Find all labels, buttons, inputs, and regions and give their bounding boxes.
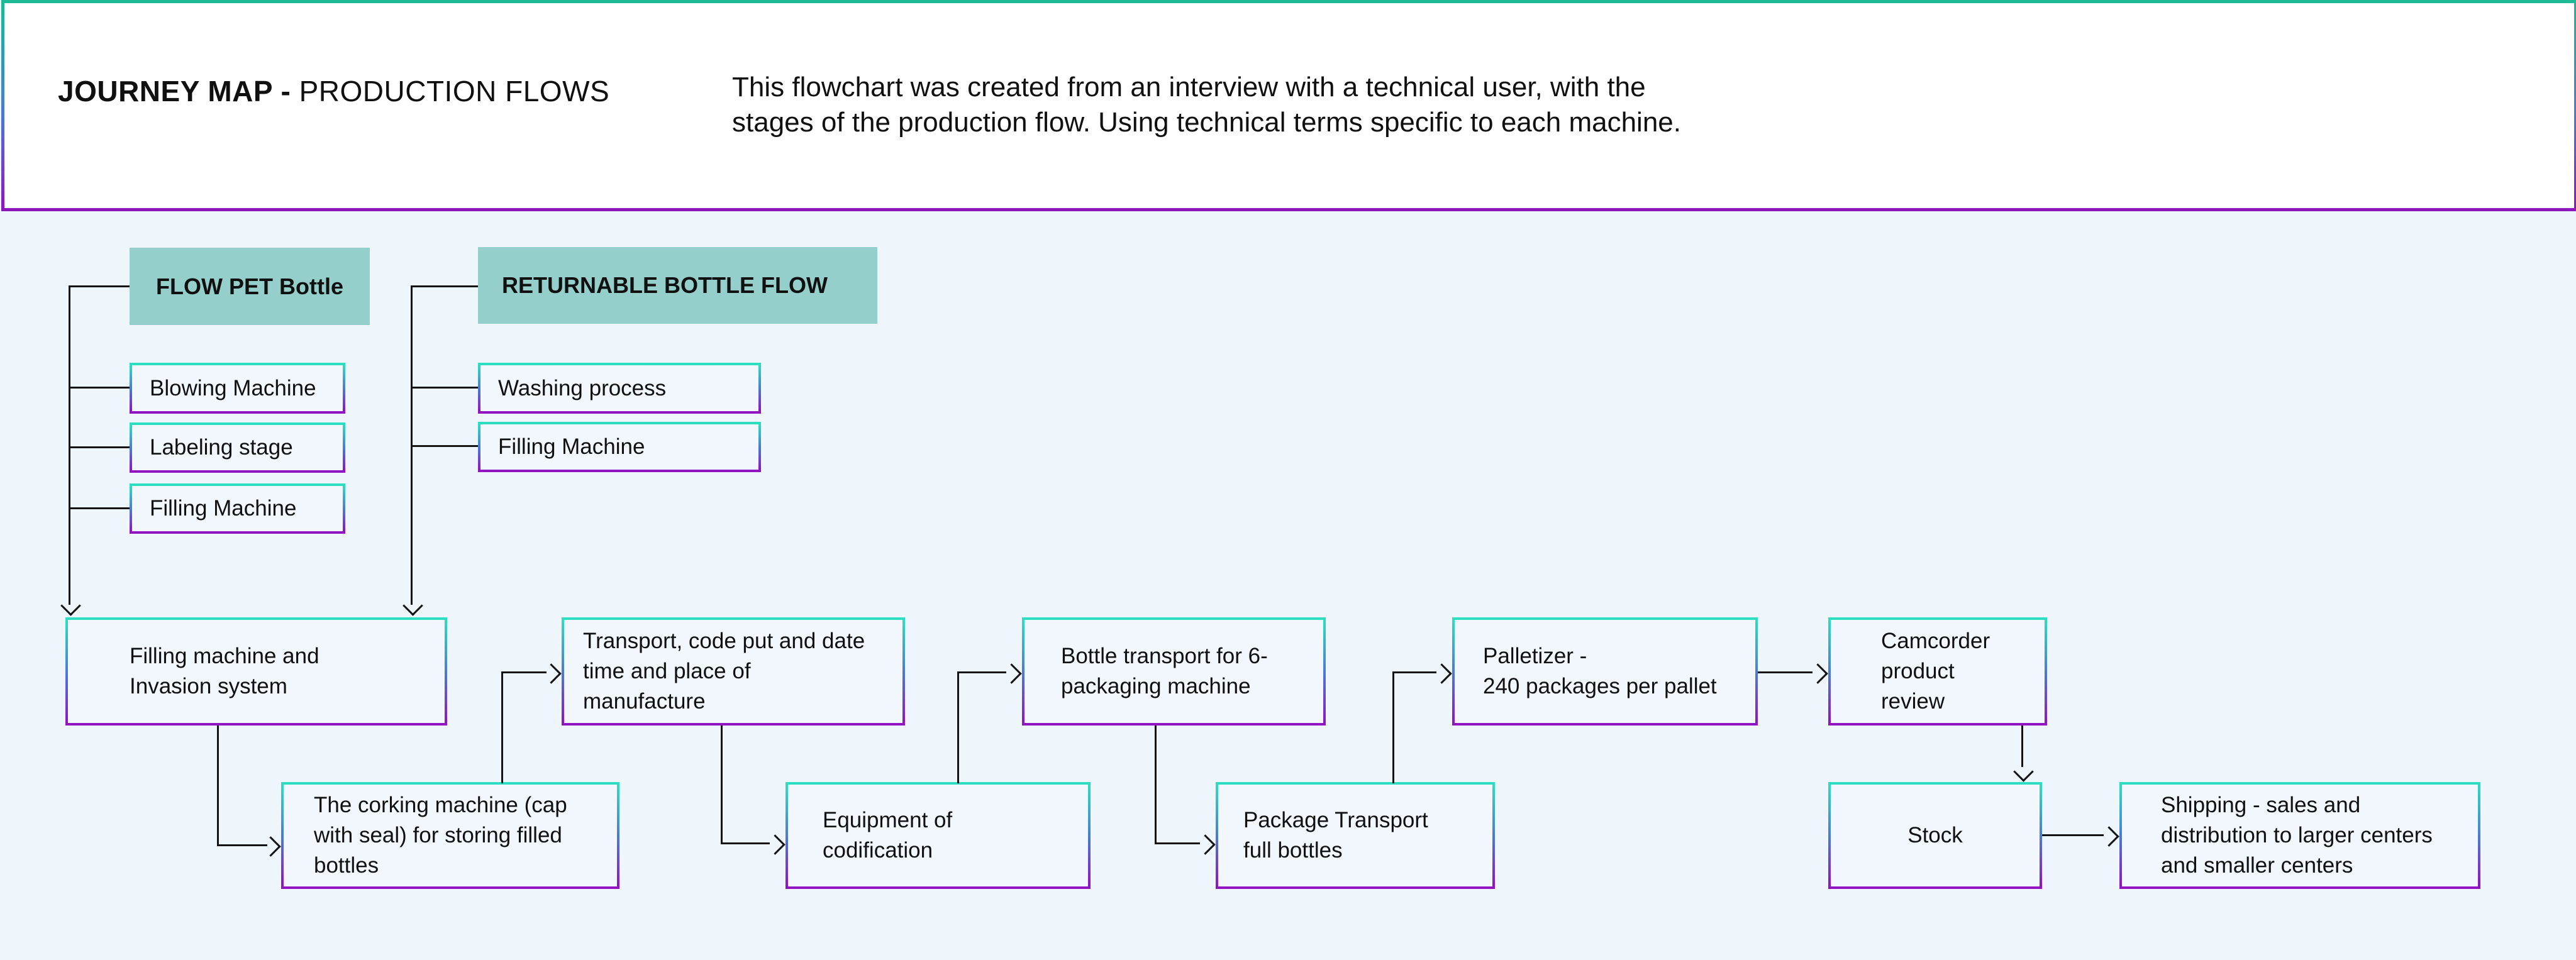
connector-corking-transport-v — [501, 671, 503, 783]
connector-package-palletizer-v — [1392, 671, 1394, 783]
arrowhead-camcorder-icon — [1807, 663, 1828, 684]
connector-returnable-to-filling — [411, 445, 478, 447]
connector-package-palletizer-h — [1392, 671, 1436, 673]
connector-filling-corking-h — [217, 844, 267, 846]
page-description: This flowchart was created from an inter… — [732, 72, 1681, 138]
arrowhead-stock-icon — [2013, 761, 2034, 782]
connector-equipment-bottle6-h — [957, 671, 1006, 673]
node-blowing-machine: Blowing Machine — [130, 363, 345, 414]
connector-returnable-to-header — [411, 285, 478, 287]
connector-returnable-to-washing — [411, 387, 478, 389]
node-labeling-stage: Labeling stage — [130, 422, 345, 473]
arrowhead-corking-icon — [260, 836, 281, 857]
node-washing-process: Washing process — [478, 363, 761, 414]
arrowhead-returnable-down-icon — [402, 595, 423, 616]
connector-pet-spine — [69, 285, 70, 605]
connector-pet-to-header — [69, 285, 130, 287]
node-equipment-of-codification: Equipment of codification — [786, 782, 1091, 889]
arrowhead-package-icon — [1195, 834, 1216, 855]
node-bottle-transport-6-packaging: Bottle transport for 6- packaging machin… — [1022, 617, 1326, 726]
node-transport-code-date: Transport, code put and date time and pl… — [562, 617, 905, 726]
node-camcorder-product-review: Camcorder product review — [1828, 617, 2047, 726]
node-corking-machine: The corking machine (cap with seal) for … — [281, 782, 619, 889]
connector-camcorder-stock-v — [2021, 726, 2023, 767]
page-title-bold: JOURNEY MAP - — [58, 75, 299, 108]
arrowhead-transport-icon — [541, 663, 562, 684]
connector-pet-to-filling — [69, 507, 130, 509]
connector-equipment-bottle6-v — [957, 671, 959, 783]
arrowhead-pet-down-icon — [60, 595, 81, 616]
node-stock: Stock — [1828, 782, 2042, 889]
arrowhead-bottle6-icon — [1001, 663, 1022, 684]
page-title-regular: PRODUCTION FLOWS — [299, 75, 610, 108]
node-returnable-bottle-flow: RETURNABLE BOTTLE FLOW — [478, 247, 877, 324]
connector-palletizer-camcorder-h — [1758, 671, 1813, 673]
header-band: JOURNEY MAP - PRODUCTION FLOWS This flow… — [1, 0, 2576, 211]
node-filling-machine-invasion-system: Filling machine and Invasion system — [65, 617, 447, 726]
arrowhead-shipping-icon — [2099, 826, 2119, 847]
node-filling-machine-pet: Filling Machine — [130, 483, 345, 534]
node-shipping-distribution: Shipping - sales and distribution to lar… — [2119, 782, 2480, 889]
connector-bottle6-package-v — [1155, 726, 1157, 844]
connector-stock-shipping-h — [2042, 834, 2104, 836]
page-title: JOURNEY MAP - PRODUCTION FLOWS — [58, 74, 609, 109]
node-palletizer: Palletizer - 240 packages per pallet — [1452, 617, 1758, 726]
node-package-transport-full-bottles: Package Transport full bottles — [1216, 782, 1495, 889]
node-flow-pet-bottle: FLOW PET Bottle — [130, 248, 370, 325]
connector-bottle6-package-h — [1155, 842, 1200, 844]
connector-filling-corking-v — [217, 726, 219, 846]
arrowhead-equipment-icon — [765, 834, 786, 855]
node-filling-machine-returnable: Filling Machine — [478, 422, 761, 472]
connector-transport-equipment-v — [721, 726, 723, 844]
connector-transport-equipment-h — [721, 842, 770, 844]
connector-pet-to-labeling — [69, 446, 130, 448]
arrowhead-palletizer-icon — [1431, 663, 1452, 684]
connector-corking-transport-h — [501, 671, 547, 673]
connector-pet-to-blowing — [69, 387, 130, 389]
